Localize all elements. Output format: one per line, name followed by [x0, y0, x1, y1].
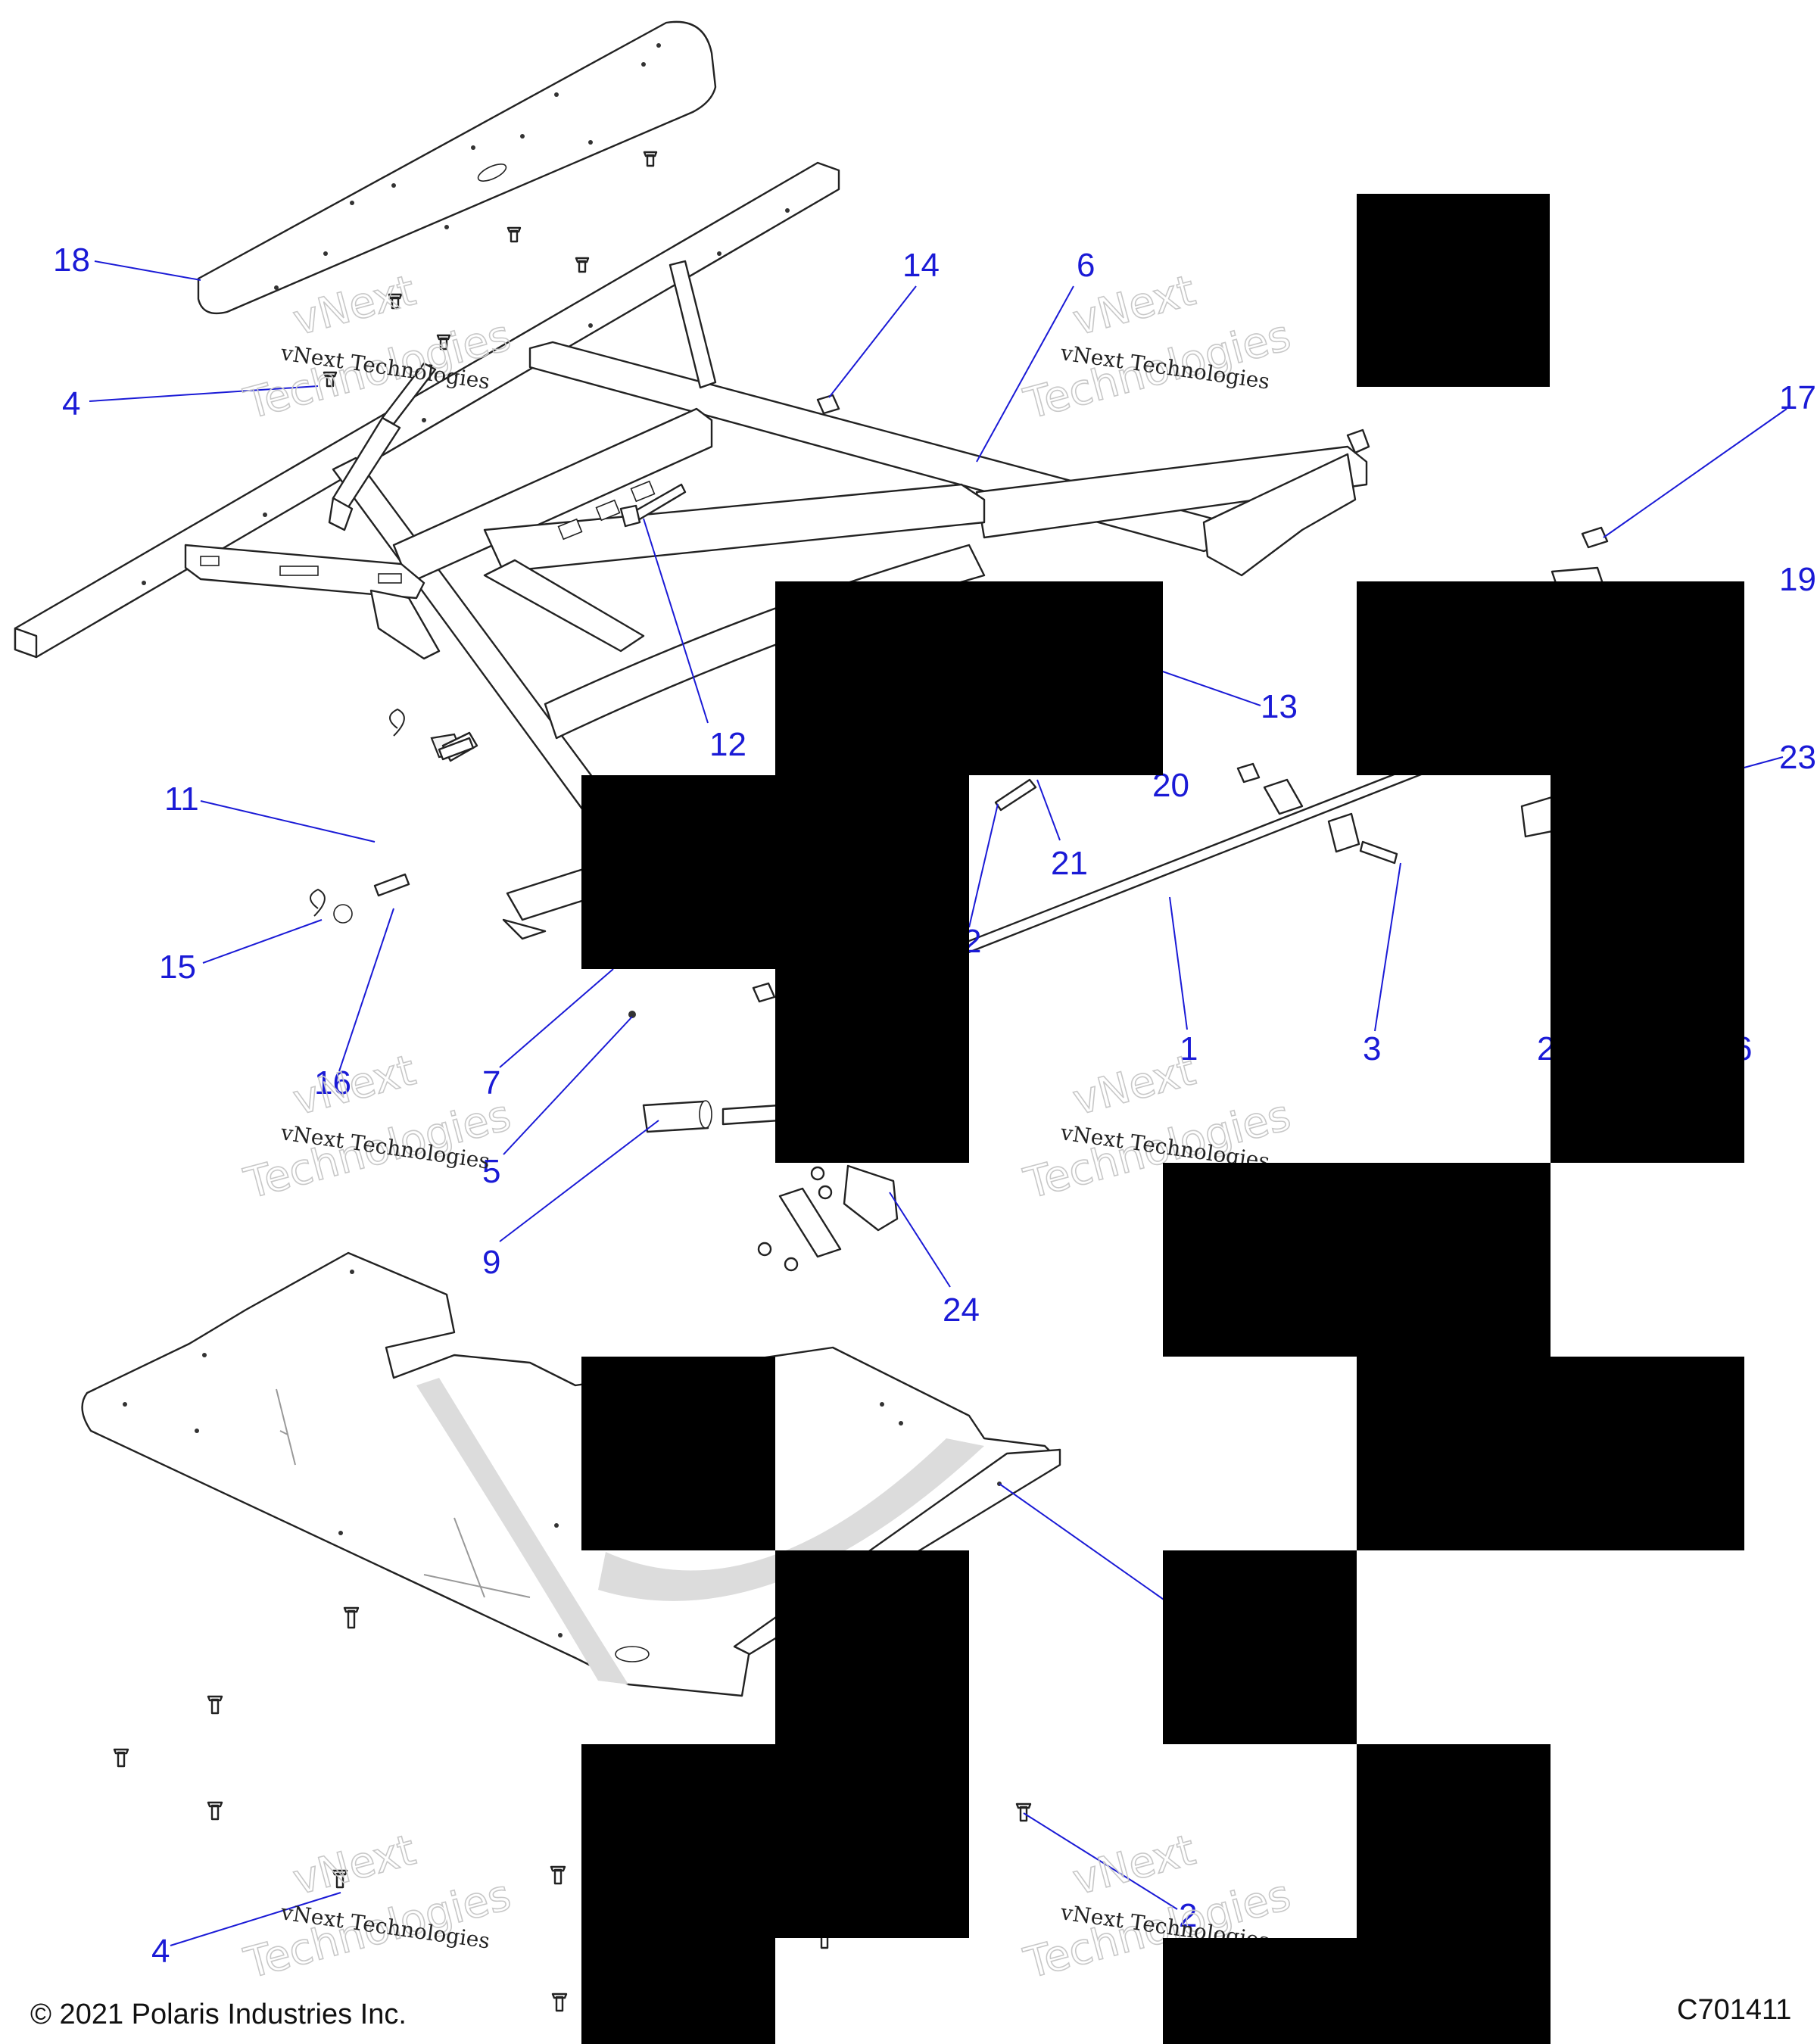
- callout-18: 18: [53, 241, 90, 279]
- callouts: 18 4 14 6 17 19 12 13 20 23 11 21 2 15 1…: [53, 241, 1816, 1970]
- callout-5: 5: [482, 1153, 500, 1190]
- callout-13: 13: [1261, 688, 1298, 725]
- callout-19: 19: [1779, 561, 1816, 598]
- bolt-part-21: [994, 778, 1037, 812]
- frame-assembly: [14, 161, 1370, 940]
- callout-21: 21: [1051, 845, 1088, 882]
- leader-lines: [89, 260, 1787, 1946]
- bolt-part-3: [1359, 840, 1398, 865]
- clip-top: [389, 708, 405, 737]
- callout-15: 15: [159, 949, 196, 986]
- callout-4-bottom: 4: [151, 1933, 170, 1970]
- callout-16: 16: [314, 1064, 351, 1101]
- callout-1: 1: [1180, 1030, 1198, 1067]
- clamp-part-20: [1263, 778, 1304, 815]
- pin-top: [438, 737, 475, 761]
- callout-23: 23: [1779, 739, 1816, 776]
- sleeve-part-9: [642, 1100, 781, 1133]
- callout-24: 24: [943, 1292, 980, 1329]
- callout-9: 9: [482, 1244, 500, 1281]
- bushing-part-17: [1581, 526, 1609, 549]
- callout-4-top: 4: [62, 385, 80, 422]
- nut-part-lower: [752, 982, 776, 1003]
- clip-part-15: [310, 888, 326, 917]
- bolt-part-12: [619, 483, 687, 528]
- callout-14: 14: [902, 247, 940, 284]
- screws-group-top: [323, 151, 658, 388]
- bracket-part-24: [757, 1164, 899, 1272]
- pin-part-16: [373, 873, 410, 897]
- callout-12: 12: [709, 726, 746, 763]
- rear-panel-part-18: [197, 20, 717, 315]
- diagram-code: C701411: [1677, 1994, 1792, 2026]
- callout-2-bottom: 2: [1179, 1897, 1197, 1934]
- callout-7: 7: [482, 1064, 500, 1101]
- callout-11: 11: [164, 781, 199, 818]
- svg-text:vNext: vNext: [1068, 1045, 1201, 1125]
- screws-group-bottom: [113, 1606, 1032, 2012]
- callout-17: 17: [1779, 379, 1816, 416]
- callout-6: 6: [1077, 247, 1095, 284]
- grommet-part-14: [816, 394, 840, 415]
- redaction-blocks: [581, 194, 1744, 2044]
- screw-part-5: [628, 1011, 636, 1018]
- svg-text:vNext: vNext: [288, 1825, 421, 1905]
- copyright-text: © 2021 Polaris Industries Inc.: [30, 1999, 407, 2030]
- clamp-part-20b: [1327, 812, 1360, 853]
- svg-text:vNext: vNext: [1068, 1825, 1201, 1905]
- nut-part-21: [1236, 762, 1261, 784]
- svg-text:vNext: vNext: [288, 1045, 421, 1125]
- callout-3: 3: [1363, 1030, 1381, 1067]
